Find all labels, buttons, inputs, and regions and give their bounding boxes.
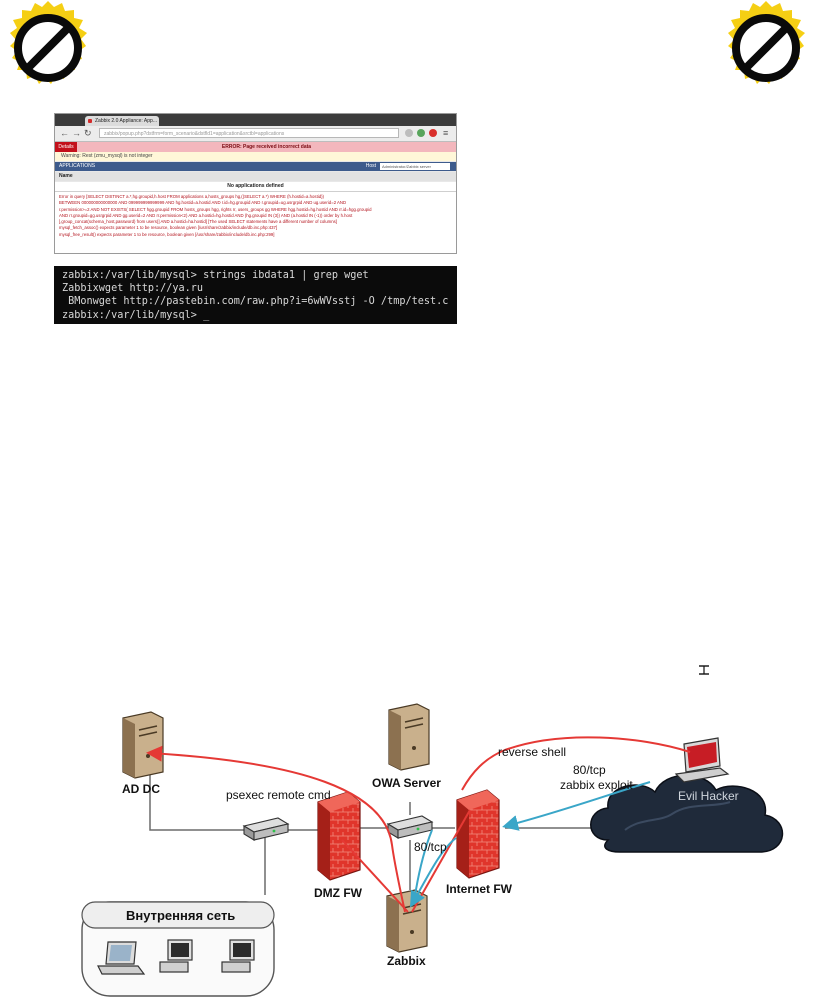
- warning-message: Warning: Rest (zmu_mysql) is not integer: [55, 152, 456, 161]
- address-bar[interactable]: zabbix/popup.php?dstfrm=form_scenario&ds…: [99, 128, 399, 138]
- router-icon: [386, 815, 434, 839]
- workstation-icon: [221, 939, 255, 973]
- psexec-path: [146, 745, 406, 913]
- error-detail-line: BETWEEN 000000000000000 AND 099999999999…: [59, 200, 347, 206]
- cloud-icon: [590, 774, 784, 853]
- browser-toolbar: ← → ↻ zabbix/popup.php?dstfrm=form_scena…: [55, 126, 456, 142]
- prohibited-badge-left-icon: [10, 1, 87, 84]
- reverse-shell-path: [461, 736, 691, 791]
- internet-fw-label: Internet FW: [446, 882, 512, 896]
- host-select[interactable]: Administrator/Zabbix server: [380, 163, 450, 170]
- forward-arrow-icon[interactable]: →: [72, 128, 81, 138]
- browser-tab-title: Zabbix 2.0 Appliance: App...: [95, 118, 157, 124]
- reload-icon[interactable]: ↻: [84, 128, 92, 138]
- no-data-message: No applications defined: [55, 182, 456, 192]
- host-label: Host: [365, 163, 376, 169]
- router-icon: [242, 817, 290, 841]
- dmz-fw-label: DMZ FW: [314, 886, 362, 900]
- evil-hacker-label: Evil Hacker: [678, 789, 739, 803]
- error-details-button[interactable]: Details: [55, 142, 77, 152]
- traffic-paths: [409, 781, 651, 908]
- link-addc-switch: [149, 775, 265, 831]
- back-arrow-icon[interactable]: ←: [60, 128, 69, 138]
- terminal-line: zabbix:/var/lib/mysql> strings ibdata1 |…: [62, 270, 369, 281]
- firewall-icon: [317, 791, 361, 881]
- error-details: Error in query [SELECT DISTINCT a.*,hg.g…: [55, 192, 456, 253]
- exploit-port-label: 80/tcp: [573, 763, 606, 777]
- reverse-shell-label: reverse shell: [498, 745, 567, 759]
- port-80-label: 80/tcp: [414, 840, 447, 854]
- exploit-path: [502, 781, 651, 831]
- error-detail-line: mysql_free_result() expects parameter 1 …: [59, 231, 275, 237]
- zabbix-dmz-path: [341, 839, 409, 913]
- extension-icon[interactable]: [417, 129, 425, 137]
- internal-net-label: Внутренняя сеть: [126, 908, 236, 923]
- terminal-line: BMonwget http://pastebin.com/raw.php?i=6…: [62, 296, 449, 308]
- stop-extension-icon[interactable]: [429, 129, 437, 137]
- column-header-name[interactable]: Name: [55, 172, 456, 181]
- server-icon: [388, 703, 430, 771]
- error-bar: Details ERROR: Page received incorrect d…: [55, 142, 456, 152]
- bookmark-star-icon[interactable]: [405, 129, 413, 137]
- laptop-icon: [97, 941, 146, 975]
- error-detail-line: ],group_concat(schema_host,password) fro…: [59, 219, 337, 225]
- zabbix-favicon-icon: [88, 119, 92, 123]
- server-icon: [122, 711, 164, 779]
- server-icon: [386, 889, 428, 953]
- browser-tab-strip: Zabbix 2.0 Appliance: App...: [55, 114, 456, 126]
- terminal-line: zabbix:/var/lib/mysql> _: [62, 309, 210, 321]
- menu-icon[interactable]: ≡: [443, 128, 449, 138]
- section-header: APPLICATIONS Host Administrator/Zabbix s…: [55, 162, 456, 171]
- prohibited-badge-right-icon: [728, 1, 805, 84]
- terminal-line: Zabbixwget http://ya.ru: [62, 283, 204, 295]
- error-detail-line: AND rr.groupid=gg.usrgrpid AND gg.userid…: [59, 212, 353, 218]
- error-detail-line: mysql_fetch_assoc() expects parameter 1 …: [59, 225, 278, 231]
- workstation-icon: [159, 939, 193, 973]
- error-detail-line: Error in query [SELECT DISTINCT a.*,hg.g…: [59, 194, 324, 199]
- zabbix-label: Zabbix: [387, 954, 426, 968]
- owa-label: OWA Server: [372, 776, 441, 790]
- exploit-forward-path-2: [413, 829, 433, 903]
- firewall-icon: [456, 789, 500, 879]
- exploit-forward-path: [409, 837, 457, 908]
- network-diagram: AD DC OWA Server psexec remote cmd rever…: [0, 690, 816, 998]
- terminal-window: zabbix:/var/lib/mysql> strings ibdata1 |…: [54, 266, 457, 324]
- browser-tab[interactable]: Zabbix 2.0 Appliance: App...: [85, 116, 159, 126]
- exploit-label: zabbix exploit: [560, 778, 633, 792]
- attack-paths: [146, 736, 691, 913]
- psexec-label: psexec remote cmd: [226, 788, 331, 802]
- browser-screenshot: Zabbix 2.0 Appliance: App... ← → ↻ zabbi…: [54, 113, 457, 254]
- section-title: APPLICATIONS: [59, 163, 96, 169]
- error-message: ERROR: Page received incorrect data: [221, 144, 312, 150]
- laptop-icon: [674, 737, 730, 783]
- error-detail-line: r.permission>=2 AND NOT EXISTS( SELECT h…: [59, 206, 372, 212]
- addc-label: AD DC: [122, 782, 160, 796]
- marker-icon: [699, 665, 709, 675]
